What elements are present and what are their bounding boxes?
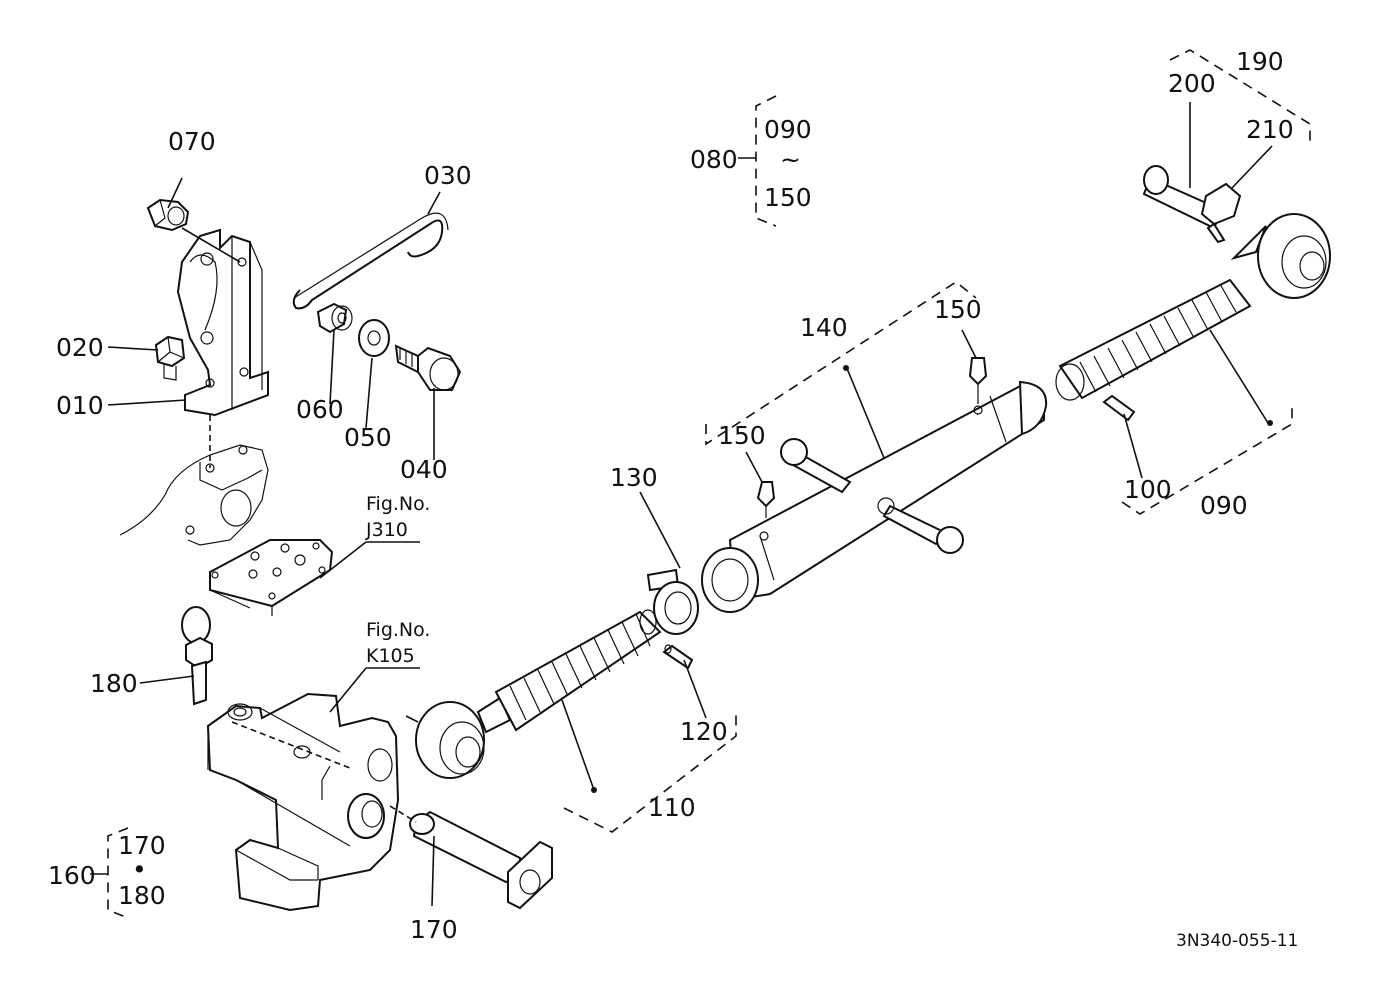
- callout-210: 210: [1246, 115, 1294, 144]
- callout-180: 180: [90, 669, 138, 698]
- bolt-020: [154, 335, 186, 381]
- callout-080: 080: [690, 145, 738, 174]
- grease-nipple-150b: [968, 357, 988, 404]
- fig-ref-title: Fig.No.: [366, 619, 430, 641]
- hitch-bracket-k105: [206, 692, 400, 912]
- callout-120: 120: [680, 717, 728, 746]
- pin-100: [1102, 394, 1136, 422]
- fig-ref-j310: Fig.No. J310: [319, 493, 430, 579]
- callout-140: 140: [800, 313, 848, 342]
- callout-020: 020: [56, 333, 104, 362]
- callout-110: 110: [648, 793, 696, 822]
- pin-120: [662, 644, 694, 670]
- washer-060: [316, 302, 353, 334]
- callout-050: 050: [344, 423, 392, 452]
- rod-end-110: [415, 609, 662, 779]
- group080-from: 090: [764, 115, 812, 144]
- group160-second: 180: [118, 881, 166, 910]
- snap-pin-030: [292, 212, 449, 310]
- callout-040: 040: [400, 455, 448, 484]
- fig-ref-k105: Fig.No. K105: [329, 619, 430, 713]
- group160-first: 170: [118, 831, 166, 860]
- bolt-040: [394, 344, 462, 391]
- sleeve-140: [701, 380, 1048, 613]
- bracket-010: [176, 228, 269, 417]
- callout-030: 030: [424, 161, 472, 190]
- callout-170: 170: [410, 915, 458, 944]
- grease-nipple-150a: [756, 481, 776, 518]
- callout-190: 190: [1236, 47, 1284, 76]
- group080-tilde: ~: [780, 145, 801, 174]
- nut-070: [146, 198, 190, 232]
- diagram-code: 3N340-055-11: [1176, 931, 1298, 951]
- callout-150-right: 150: [934, 295, 982, 324]
- nut-130: [646, 568, 699, 635]
- rod-end-090: [1055, 213, 1331, 401]
- callout-060: 060: [296, 395, 344, 424]
- lynch-pin-180: [181, 606, 213, 706]
- pin-170: [409, 810, 553, 910]
- callout-200: 200: [1168, 69, 1216, 98]
- group160-separator: •: [132, 855, 147, 884]
- group080-to: 150: [764, 183, 812, 212]
- callout-130: 130: [610, 463, 658, 492]
- callout-100: 100: [1124, 475, 1172, 504]
- fig-ref-number: K105: [366, 645, 415, 667]
- clip-210: [1200, 182, 1242, 244]
- callout-070: 070: [168, 127, 216, 156]
- frame-outline: [119, 444, 269, 546]
- callout-010: 010: [56, 391, 104, 420]
- washer-050: [358, 319, 390, 357]
- callout-150-left: 150: [718, 421, 766, 450]
- plate-j310: [209, 539, 334, 616]
- callout-160: 160: [48, 861, 96, 890]
- fig-ref-title: Fig.No.: [366, 493, 430, 515]
- callout-090: 090: [1200, 491, 1248, 520]
- fig-ref-number: J310: [365, 519, 408, 541]
